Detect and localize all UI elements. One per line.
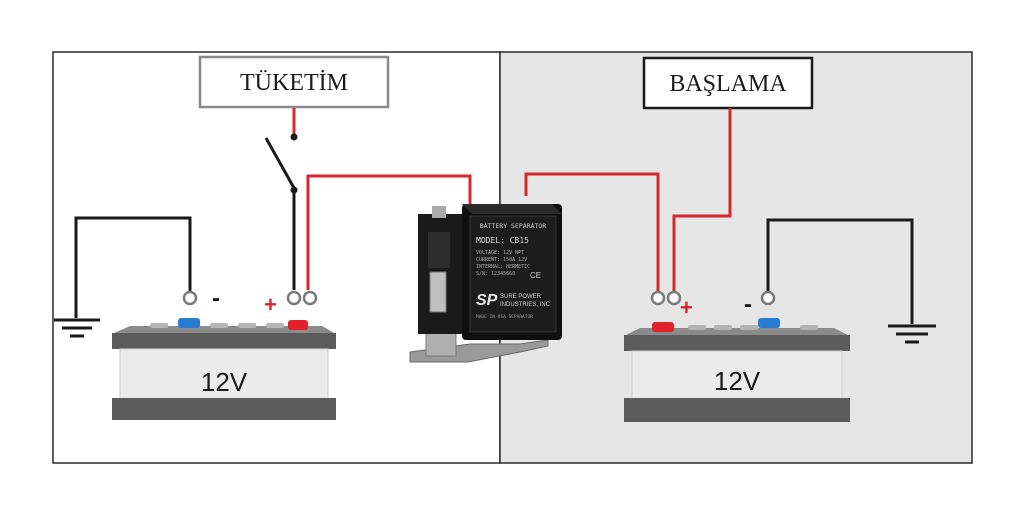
device-spec-2: CURRENT: 150A 12V xyxy=(476,257,527,263)
start-label-box: BAŞLAMA xyxy=(642,56,814,110)
start-label: BAŞLAMA xyxy=(669,71,787,97)
right-positive-terminal xyxy=(652,322,674,332)
left-battery: 12V xyxy=(112,318,336,420)
device-brand-name-1: SURE POWER xyxy=(500,294,542,300)
left-negative-wire xyxy=(74,216,192,318)
ground-symbol-icon xyxy=(54,318,100,338)
device-brand-logo: SP xyxy=(476,292,498,309)
left-positive-sign: + xyxy=(264,292,277,317)
switch-symbol-icon xyxy=(264,108,298,290)
ring-terminal-icon xyxy=(650,290,776,306)
right-negative-terminal xyxy=(758,318,780,328)
device-spec-1: VOLTAGE: 12V NPT xyxy=(476,250,524,256)
device-model: MODEL: CB15 xyxy=(476,236,529,245)
device-title: BATTERY SEPARATOR xyxy=(480,222,547,230)
device-spec-3: INTERNAL: HERMETIC xyxy=(476,264,530,270)
ground-symbol-icon xyxy=(888,324,936,344)
device-footer: MADE IN USA SEPARATOR xyxy=(476,314,533,320)
right-negative-wire xyxy=(766,218,914,324)
right-negative-sign: - xyxy=(744,291,752,318)
right-battery-voltage: 12V xyxy=(714,366,761,396)
left-positive-wire xyxy=(306,174,472,290)
device-brand-name-2: INDUSTRIES, INC xyxy=(500,302,551,308)
right-battery: 12V xyxy=(624,318,850,422)
right-positive-sign: + xyxy=(680,295,693,320)
right-positive-wire xyxy=(524,172,660,292)
device-ce-mark: CE xyxy=(530,271,541,280)
consumption-label-box: TÜKETİM xyxy=(198,55,390,109)
device-spec-4: S/N: 12345660 xyxy=(476,271,515,277)
left-negative-sign: - xyxy=(212,285,220,312)
ring-terminal-icon xyxy=(182,290,318,306)
start-wire xyxy=(672,108,732,292)
battery-separator: BATTERY SEPARATOR MODEL: CB15 VOLTAGE: 1… xyxy=(409,204,562,363)
left-positive-terminal xyxy=(288,320,308,330)
consumption-label: TÜKETİM xyxy=(240,70,348,96)
left-negative-terminal xyxy=(178,318,200,328)
left-battery-voltage: 12V xyxy=(201,367,248,397)
